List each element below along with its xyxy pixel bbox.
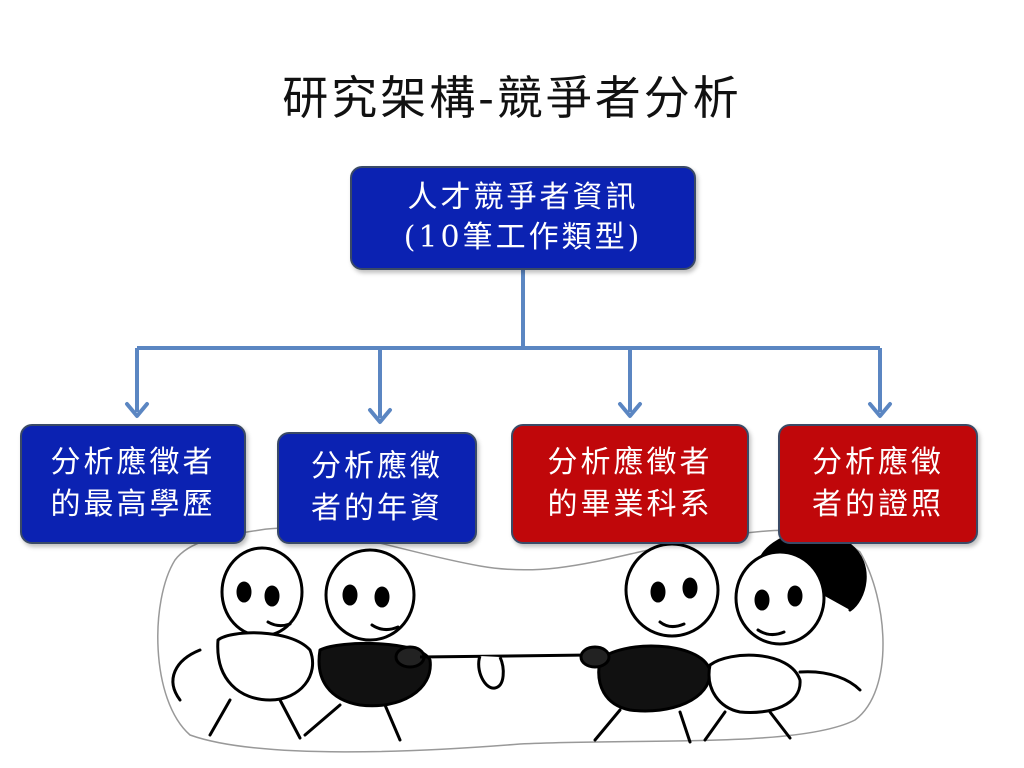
- child-node-line-2: 的最高學歷: [50, 487, 216, 522]
- child-node-major: 分析應徵者 的畢業科系: [511, 424, 749, 544]
- child-node-line-1: 分析應徵: [311, 449, 443, 484]
- arrowhead-1: [125, 402, 149, 418]
- page-title: 研究架構-競爭者分析: [282, 71, 742, 125]
- character-head: [624, 542, 720, 638]
- root-node-line-1: 人才競爭者資訊: [407, 180, 639, 215]
- child-node-line-2: 的畢業科系: [547, 487, 713, 522]
- right-team: [579, 530, 867, 744]
- rope: [419, 653, 591, 690]
- child-node-line-1: 分析應徵: [812, 445, 944, 480]
- child-node-education: 分析應徵者 的最高學歷: [20, 424, 246, 544]
- character-body: [597, 644, 712, 713]
- root-node: 人才競爭者資訊 (10筆工作類型): [350, 166, 696, 270]
- character-body: [707, 653, 802, 715]
- character-head: [324, 548, 416, 642]
- root-node-line-2: (10筆工作類型): [403, 220, 643, 255]
- character-head: [734, 550, 826, 646]
- child-node-line-1: 分析應徵者: [547, 445, 713, 480]
- child-node-line-2: 者的年資: [311, 491, 443, 526]
- character-body: [216, 631, 315, 702]
- child-node-line-2: 者的證照: [812, 487, 944, 522]
- arrowhead-3: [618, 402, 642, 418]
- arrowhead-4: [868, 402, 892, 418]
- arrowhead-2: [368, 408, 392, 424]
- child-node-seniority: 分析應徵 者的年資: [277, 432, 477, 544]
- child-node-line-1: 分析應徵者: [50, 445, 216, 480]
- child-node-certificate: 分析應徵 者的證照: [778, 424, 978, 544]
- left-team: [171, 546, 432, 742]
